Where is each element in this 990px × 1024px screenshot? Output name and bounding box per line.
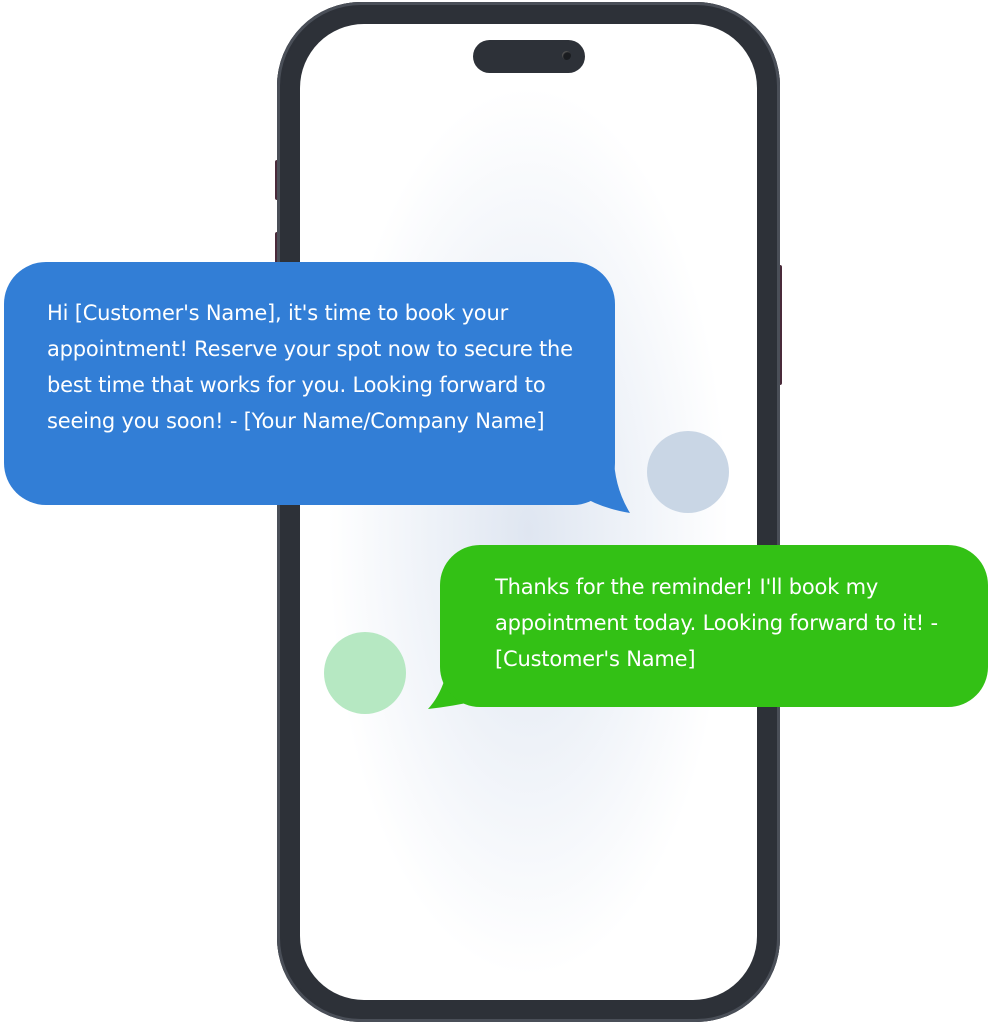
message-bubble-outgoing: Hi [Customer's Name], it's time to book … — [4, 262, 615, 505]
message-text: Hi [Customer's Name], it's time to book … — [47, 301, 573, 433]
dynamic-island — [473, 40, 585, 73]
phone-power-button — [778, 265, 782, 385]
phone-frame — [277, 2, 780, 1022]
message-text: Thanks for the reminder! I'll book my ap… — [495, 575, 938, 671]
message-bubble-incoming: Thanks for the reminder! I'll book my ap… — [440, 545, 988, 707]
decor-circle-green — [324, 632, 406, 714]
camera-icon — [562, 51, 571, 60]
decor-circle-blue — [647, 431, 729, 513]
